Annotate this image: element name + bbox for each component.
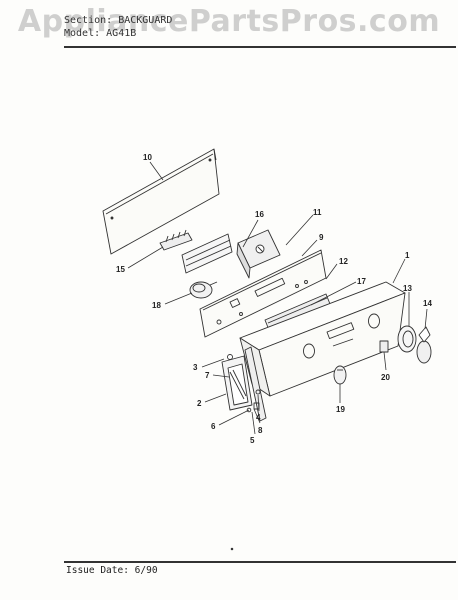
callout-14: 14: [423, 299, 432, 308]
callout-20: 20: [381, 373, 390, 382]
model-heading: Model: AG41B: [64, 28, 136, 39]
callout-17: 17: [357, 277, 366, 286]
footer-rule: [64, 561, 456, 563]
part-rear-cover-panel: [102, 148, 220, 255]
model-label: Model:: [64, 28, 101, 39]
part-switch-module: [236, 229, 281, 279]
callout-1: 1: [405, 251, 410, 260]
part-trim-strip: [244, 346, 267, 422]
part-push-button: [379, 340, 389, 353]
callout-16: 16: [255, 210, 264, 219]
part-bracket: [181, 233, 233, 274]
issue-value: 6/90: [134, 565, 158, 576]
callout-2: 2: [197, 399, 202, 408]
part-knob: [416, 326, 432, 364]
part-terminal-block: [159, 229, 193, 251]
section-value: BACKGUARD: [118, 15, 173, 26]
callout-6: 6: [211, 422, 216, 431]
callout-4: 4: [256, 413, 261, 422]
callout-3: 3: [193, 363, 198, 372]
callout-13: 13: [403, 284, 412, 293]
part-selector-knob: [333, 365, 347, 385]
callout-9: 9: [319, 233, 324, 242]
watermark: AppliancePartsPros.com: [17, 4, 441, 39]
callout-7: 7: [205, 371, 210, 380]
header-rule: [64, 46, 456, 48]
callout-19: 19: [336, 405, 345, 414]
section-label: Section:: [64, 15, 113, 26]
part-control-switch: [189, 281, 218, 299]
callout-5: 5: [250, 436, 255, 445]
callout-10: 10: [143, 153, 152, 162]
section-heading: Section: BACKGUARD: [64, 15, 172, 26]
part-knob-bezel: [397, 325, 417, 353]
callout-18: 18: [152, 301, 161, 310]
callout-numbers: 10 16 11 9 15 12 1 17 18 13 14 3 7 20 2 …: [116, 153, 432, 445]
part-control-plate: [199, 249, 327, 338]
leader-lines: [127, 161, 428, 435]
issue-date: Issue Date: 6/90: [66, 565, 158, 576]
callout-8: 8: [258, 426, 263, 435]
issue-label: Issue Date:: [66, 565, 129, 576]
part-lens-housing: [221, 354, 253, 411]
callout-11: 11: [313, 208, 322, 217]
callout-15: 15: [116, 265, 125, 274]
model-value: AG41B: [106, 28, 137, 39]
callout-12: 12: [339, 257, 348, 266]
